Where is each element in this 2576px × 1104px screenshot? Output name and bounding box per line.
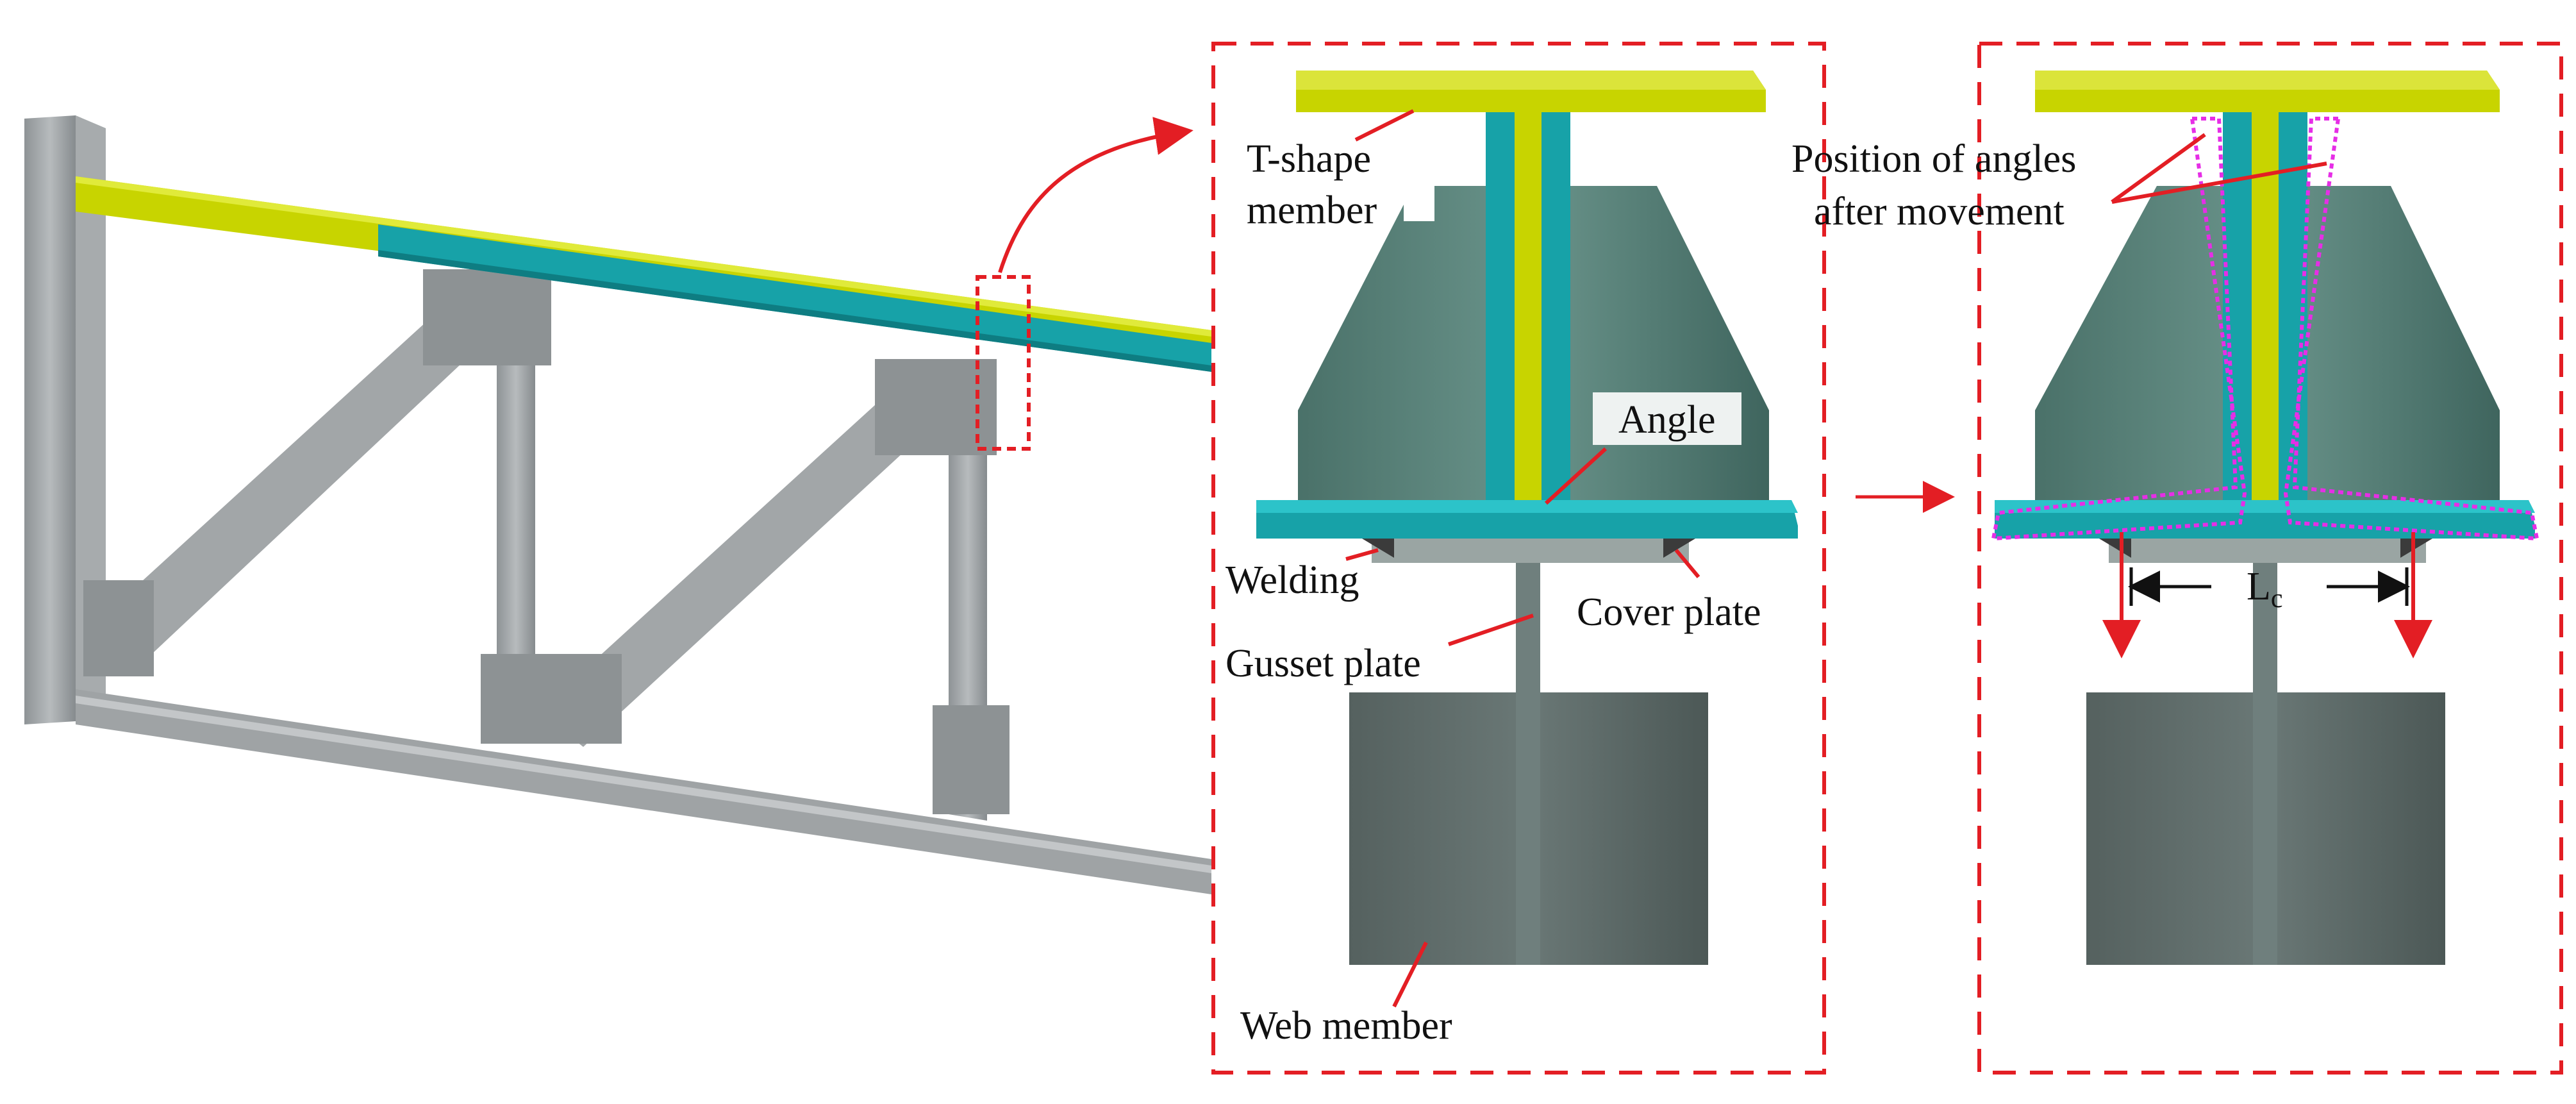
truss-3d-view [24, 115, 1211, 894]
position-label-line2: after movement [1814, 190, 2065, 233]
weld-right [1663, 539, 1695, 558]
lc-main: L [2247, 565, 2271, 608]
web-member-label: Web member [1240, 1004, 1452, 1048]
vertical-member-1 [497, 282, 535, 737]
cover-plate-after [2109, 539, 2426, 563]
position-label-line1: Position of angles [1791, 137, 2076, 181]
cover-plate-label: Cover plate [1577, 590, 1761, 634]
angle-label: Angle [1618, 398, 1716, 442]
angle-label-bg [1593, 392, 1741, 445]
top-chord-angles [378, 224, 1211, 372]
bottom-chord [76, 689, 1211, 894]
t-shape-label-line1: T-shape [1247, 137, 1371, 181]
weld-left [1362, 539, 1394, 558]
t-shape-label-line2: member [1247, 188, 1377, 232]
angle-right-leg [1541, 112, 1570, 510]
gusset-plate-label: Gusset plate [1226, 642, 1421, 685]
lc-label: Lc [2247, 565, 2283, 614]
welding-label: Welding [1226, 558, 1359, 602]
moved-angle-left [1991, 117, 2247, 541]
t-stem [1515, 112, 1541, 516]
t-stem-after [2252, 112, 2279, 516]
end-column [24, 115, 76, 724]
cover-plate [1372, 539, 1689, 563]
angle-left-leg [1486, 112, 1515, 510]
callout-arrow [998, 117, 1193, 273]
moved-angle-right [2283, 117, 2539, 541]
section-before-panel: T-shape member Angle Welding Cover plate… [1211, 42, 1826, 1075]
lc-subscript: c [2271, 584, 2283, 614]
panel-border-middle [1211, 42, 1826, 1075]
panel-border-right [1977, 42, 2563, 1075]
diagonal-member-1 [83, 301, 494, 673]
diagonal-member-2 [538, 385, 942, 747]
gusset-block-1 [423, 269, 551, 365]
detail-callout-box [976, 275, 1031, 451]
section-after-panel: Position of angles after movement Lc [1791, 42, 2563, 1075]
